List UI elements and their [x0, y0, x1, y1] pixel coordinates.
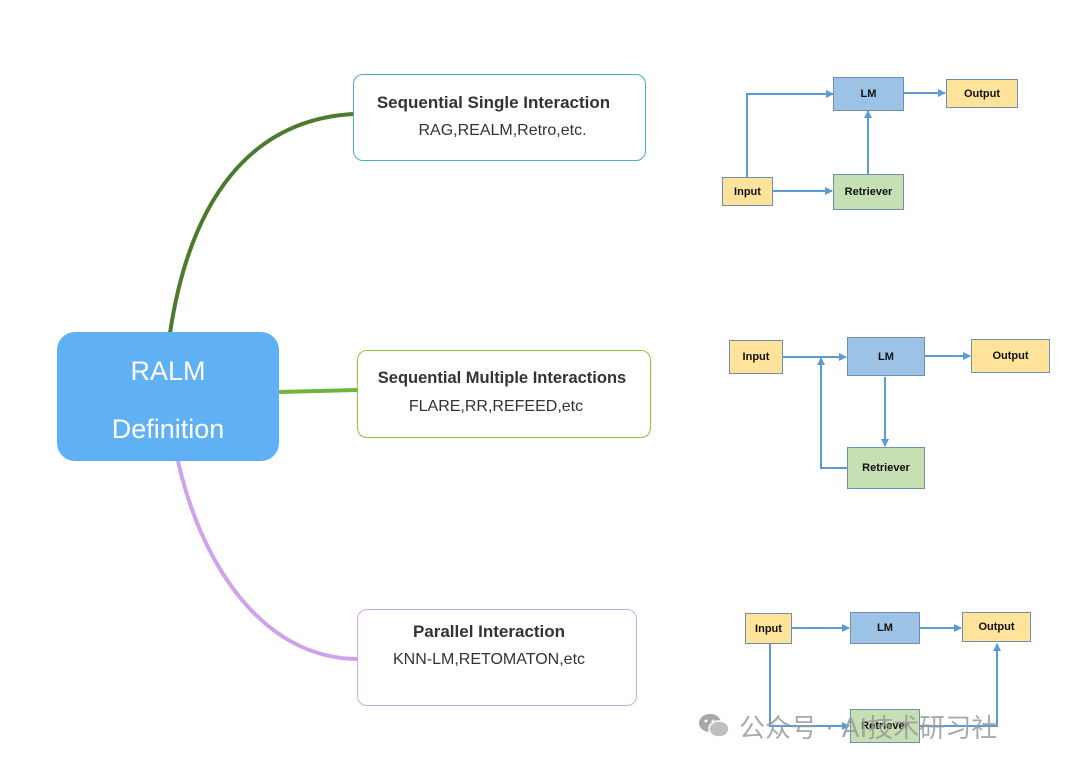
output-node: Output	[971, 339, 1050, 373]
root-subtitle: Definition	[111, 414, 225, 444]
branch-examples: RAG,REALM,Retro,etc.	[418, 122, 587, 139]
watermark-text: 公众号 · AI技术研习社	[739, 713, 998, 744]
retriever-node: Retriever	[847, 447, 925, 489]
connector-multiple	[278, 388, 358, 394]
connector-parallel	[176, 460, 358, 661]
output-node: Output	[946, 79, 1018, 108]
flow-arrows-single	[746, 89, 946, 195]
lm-node: LM	[833, 77, 904, 111]
branch-title: Sequential Multiple Interactions	[377, 369, 627, 387]
watermark: 公众号 · AI技术研习社	[697, 706, 997, 746]
branch-examples: KNN-LM,RETOMATON,etc	[392, 651, 586, 668]
output-node: Output	[962, 612, 1031, 642]
input-node: Input	[745, 613, 792, 644]
branch-sequential-single: Sequential Single Interaction RAG,REALM,…	[353, 74, 646, 161]
root-node: RALM Definition	[57, 332, 279, 461]
branch-title: Sequential Single Interaction	[376, 93, 611, 112]
retriever-node: Retriever	[850, 709, 920, 743]
root-title: RALM	[130, 356, 206, 386]
branch-examples: FLARE,RR,REFEED,etc	[408, 398, 584, 415]
lm-node: LM	[847, 337, 925, 376]
input-node: Input	[722, 177, 773, 206]
flow-arrows-multiple	[783, 352, 971, 469]
branch-sequential-multiple: Sequential Multiple Interactions FLARE,R…	[357, 350, 651, 438]
wechat-icon	[699, 714, 730, 738]
retriever-node: Retriever	[833, 174, 904, 210]
branch-parallel: Parallel Interaction KNN-LM,RETOMATON,et…	[357, 609, 637, 706]
flow-arrows-parallel	[769, 624, 1001, 730]
branch-title: Parallel Interaction	[412, 622, 566, 641]
lm-node: LM	[850, 612, 920, 644]
connector-single	[168, 112, 354, 334]
input-node: Input	[729, 340, 783, 374]
